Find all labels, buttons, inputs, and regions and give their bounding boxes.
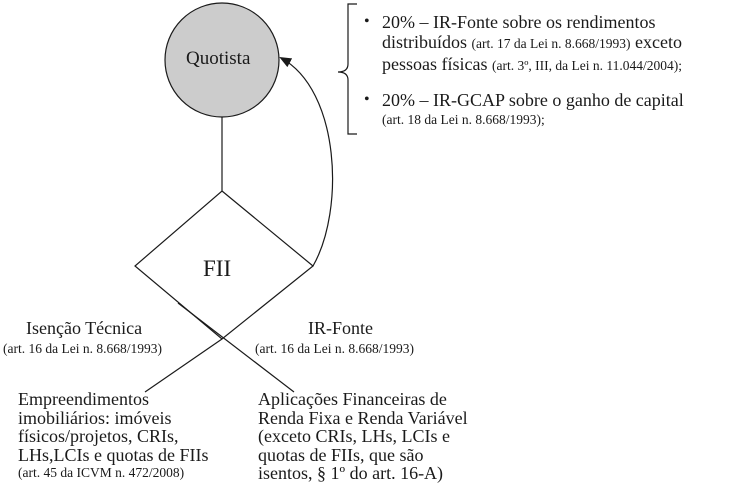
tax-item-1-line-3: pessoas físicas (art. 3º, III, da Lei n.… xyxy=(382,54,684,76)
bottom-left-text: Empreendimentos imobiliários: imóveis fí… xyxy=(18,390,208,483)
bottom-left-line-4: LHs,LCIs e quotas de FIIs xyxy=(18,444,209,465)
tax-item-1-line-3-ref: (art. 3º, III, da Lei n. 11.044/2004); xyxy=(491,58,682,73)
bottom-left-line-3: físicos/projetos, CRIs, xyxy=(18,426,179,446)
tax-item-1-text: distribuídos xyxy=(382,32,468,52)
bottom-right-line-4: quotas de FIIs, que são xyxy=(258,444,424,465)
tax-item-1-line-3-text: pessoas físicas xyxy=(382,54,488,74)
tax-list: • 20% – IR-Fonte sobre os rendimentos di… xyxy=(362,12,684,144)
tax-item-1-ref: (art. 17 da Lei n. 8.668/1993) xyxy=(471,36,631,51)
tax-item-2-ref: (art. 18 da Lei n. 8.668/1993); xyxy=(382,112,545,127)
bullet-icon: • xyxy=(364,13,370,30)
bottom-right-text: Aplicações Financeiras de Renda Fixa e R… xyxy=(258,390,468,483)
branch-right-line xyxy=(177,302,295,393)
tax-brace xyxy=(337,3,357,135)
bottom-right-line-1: Aplicações Financeiras de xyxy=(258,389,447,409)
tax-item-1-line-2: distribuídos (art. 17 da Lei n. 8.668/19… xyxy=(382,32,684,54)
bottom-left-ref: (art. 45 da ICVM n. 472/2008) xyxy=(18,465,185,480)
fii-label: FII xyxy=(203,256,232,281)
quotista-label: Quotista xyxy=(186,48,251,69)
branch-left-line xyxy=(144,338,223,393)
bottom-right-line-5: isentos, § 1º do art. 16-A) xyxy=(258,463,444,483)
tax-item-ir-gcap: • 20% – IR-GCAP sobre o ganho de capital… xyxy=(362,90,684,130)
tax-item-1-tail: exceto xyxy=(634,32,682,52)
bottom-left-line-1: Empreendimentos xyxy=(18,389,149,409)
bottom-right-line-3: (exceto CRIs, LHs, LCIs e xyxy=(258,426,450,446)
bottom-right-line-2: Renda Fixa e Renda Variável xyxy=(258,407,468,428)
tax-item-1-line-1: 20% – IR-Fonte sobre os rendimentos xyxy=(382,12,656,32)
tax-item-2-line-1: 20% – IR-GCAP sobre o ganho de capital xyxy=(382,90,684,110)
edge-right-ref: (art. 16 da Lei n. 8.668/1993) xyxy=(255,341,414,356)
edge-left-ref: (art. 16 da Lei n. 8.668/1993) xyxy=(3,341,162,356)
edge-right-label: IR-Fonte xyxy=(308,318,373,338)
bottom-left-line-2: imobiliários: imóveis xyxy=(18,407,172,428)
tax-item-ir-fonte: • 20% – IR-Fonte sobre os rendimentos di… xyxy=(362,12,684,76)
bullet-icon: • xyxy=(364,91,370,108)
distribution-arrow xyxy=(279,57,334,267)
edge-left-label: Isenção Técnica xyxy=(26,318,143,338)
